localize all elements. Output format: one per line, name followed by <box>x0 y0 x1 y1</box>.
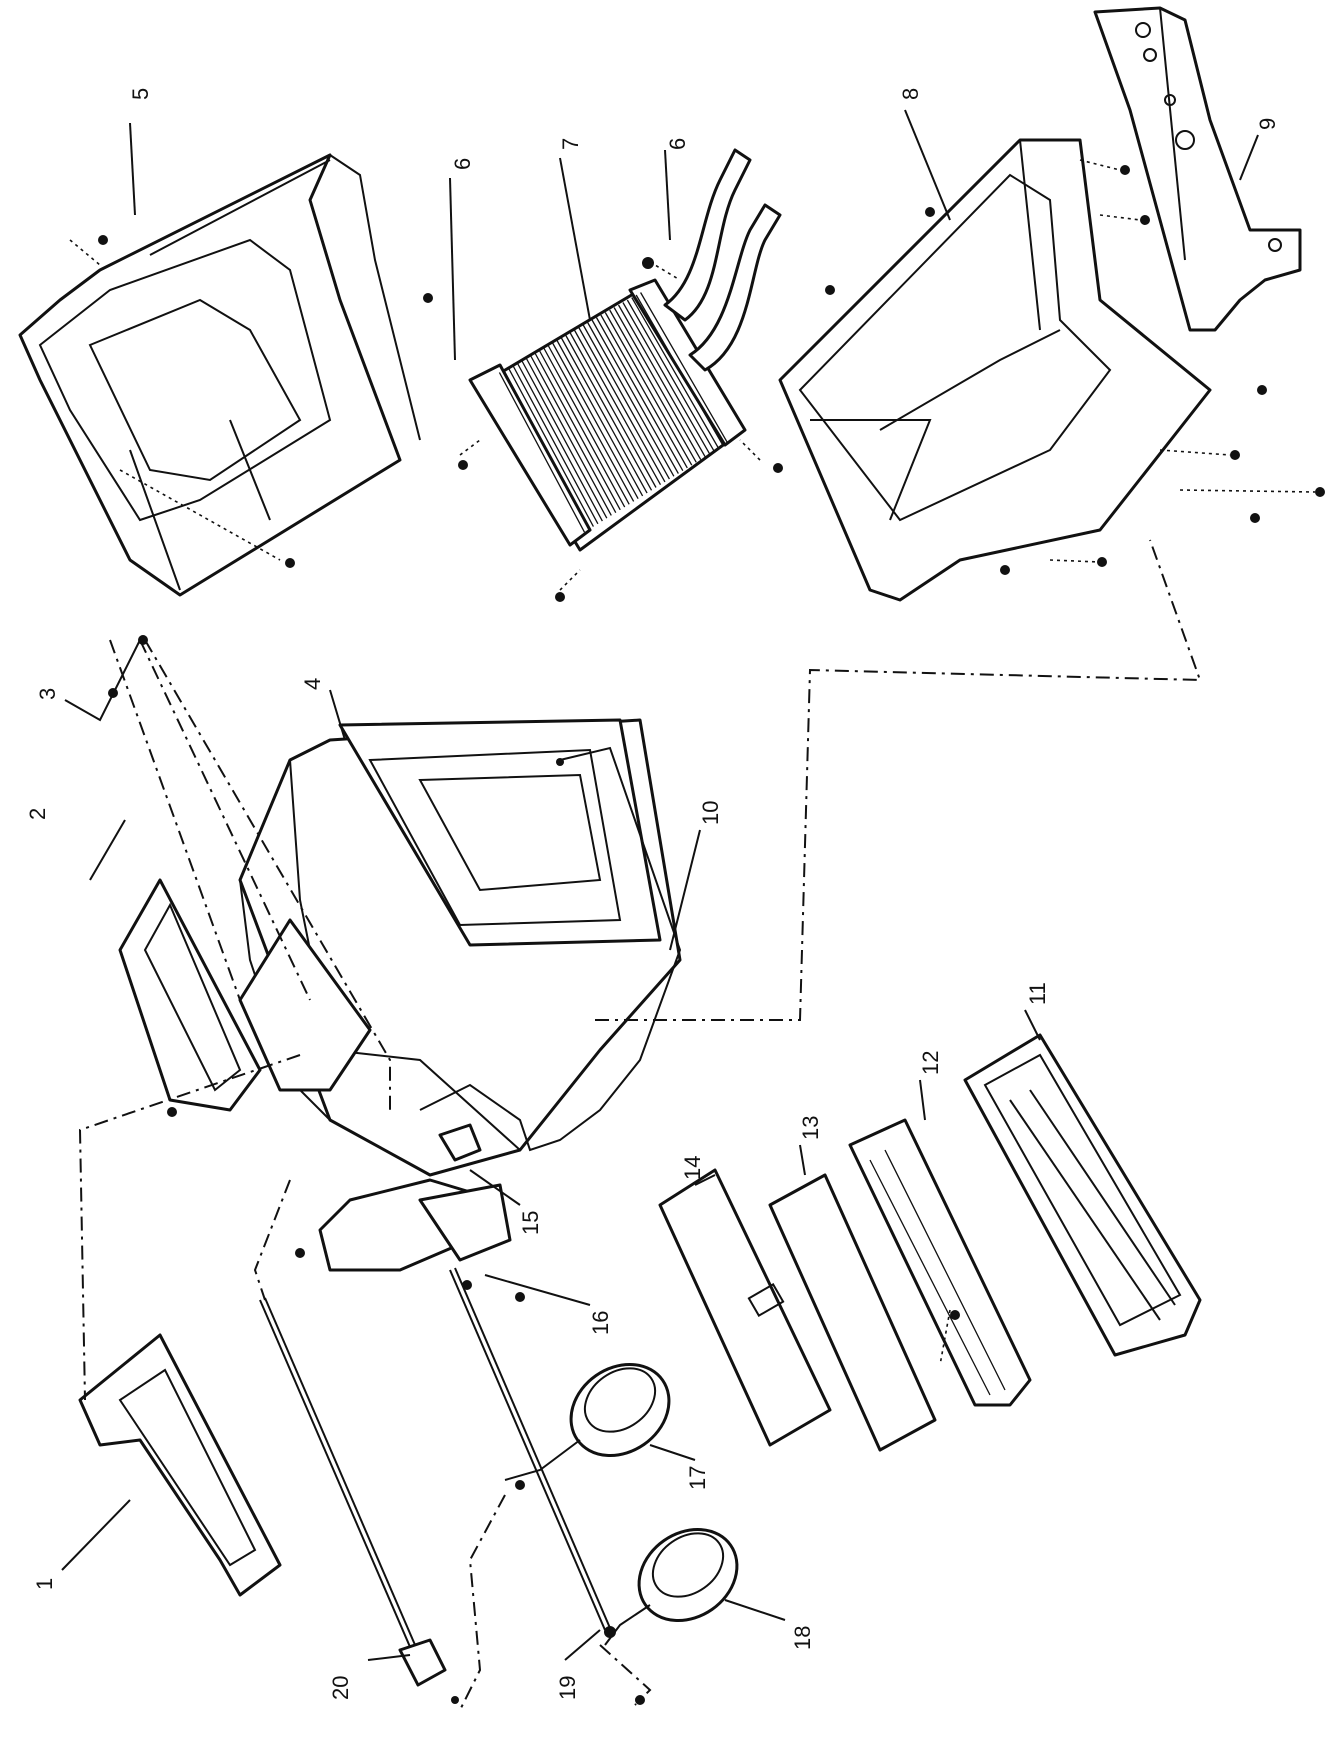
heater-core-fin <box>547 344 635 502</box>
part-5-upper-housing <box>18 153 433 597</box>
part-13-pad <box>768 1173 937 1452</box>
heater-core-fin <box>507 367 594 527</box>
heater-core-fin <box>604 312 693 466</box>
callout-16: 16 <box>588 1311 613 1335</box>
part-7-heater-core <box>468 278 747 552</box>
callout-5: 5 <box>128 88 153 100</box>
part-15-clip <box>438 1123 482 1162</box>
callout-3: 3 <box>35 688 60 700</box>
heater-core-fin <box>578 327 666 483</box>
heater-core-fin <box>626 299 715 452</box>
heater-core-fin <box>520 359 608 519</box>
heater-core-fins <box>498 292 729 533</box>
callout-14: 14 <box>680 1156 705 1180</box>
callout-7: 7 <box>558 138 583 150</box>
leader-lines <box>61 109 1259 1661</box>
part-17-vacuum-actuator <box>504 1362 671 1481</box>
heater-core-fin <box>631 297 720 449</box>
heater-core-fin <box>534 352 621 511</box>
part-18-vacuum-actuator <box>604 1527 739 1646</box>
callout-labels: 1 2 3 4 5 6 6 7 8 9 10 11 12 13 14 15 16… <box>25 88 1280 1700</box>
part-2-top-duct <box>118 878 372 1117</box>
callout-12: 12 <box>918 1051 943 1075</box>
heater-core-fin <box>640 292 729 444</box>
heater-core-fin <box>591 319 679 474</box>
part-9-bracket <box>1093 6 1302 332</box>
callout-1: 1 <box>32 1578 57 1590</box>
heater-core-fin <box>569 332 657 488</box>
assembly-phantom-lines <box>78 539 1202 1711</box>
part-19-rod <box>449 1267 645 1705</box>
heater-core-fin <box>516 362 603 522</box>
heater-core-fin <box>525 357 612 516</box>
callout-10: 10 <box>698 801 723 825</box>
callout-6: 6 <box>665 138 690 150</box>
part-11-blower-tray <box>963 1033 1202 1357</box>
heater-core-fin <box>587 322 675 477</box>
heater-core-fin <box>573 329 662 486</box>
heater-core-fin <box>498 372 586 533</box>
part-6-pipes <box>458 148 783 602</box>
heater-core-fin <box>617 304 706 458</box>
callout-20: 20 <box>328 1676 353 1700</box>
part-8-lower-housing <box>778 138 1325 602</box>
heater-core-fin <box>560 337 648 494</box>
heater-core-fin <box>600 314 688 469</box>
part-14-filter-panel <box>658 1168 832 1447</box>
heater-core-fin <box>556 339 644 497</box>
callout-19: 19 <box>555 1676 580 1700</box>
heater-core-fin <box>538 349 626 508</box>
callout-15: 15 <box>518 1211 543 1235</box>
heater-core-fin <box>503 369 590 530</box>
heater-core-fin <box>635 294 724 446</box>
part-10-wire <box>419 746 682 1152</box>
part-1-bracket <box>78 1333 282 1597</box>
part-16-actuator-bracket <box>295 1178 525 1302</box>
heater-core-fin <box>529 354 617 513</box>
callout-6: 6 <box>450 158 475 170</box>
part-20-rod <box>259 1297 525 1704</box>
heater-core-fin <box>613 307 702 460</box>
heater-core-fin <box>622 302 711 455</box>
heater-core-fin <box>542 347 630 505</box>
heater-core-fin <box>595 317 684 472</box>
heater-core-fin <box>582 324 670 480</box>
callout-13: 13 <box>798 1116 823 1140</box>
heater-core-fin <box>551 342 639 499</box>
callout-11: 11 <box>1025 982 1050 1005</box>
part-12-grille-strip <box>848 1118 1032 1407</box>
callout-18: 18 <box>790 1626 815 1650</box>
heater-core-fin <box>609 309 697 463</box>
heater-core-fin <box>512 364 599 525</box>
callout-8: 8 <box>898 88 923 100</box>
callout-4: 4 <box>300 678 325 690</box>
heater-core-fin <box>565 334 653 491</box>
callout-17: 17 <box>685 1466 710 1490</box>
callout-2: 2 <box>25 808 50 820</box>
callout-9: 9 <box>1255 118 1280 130</box>
